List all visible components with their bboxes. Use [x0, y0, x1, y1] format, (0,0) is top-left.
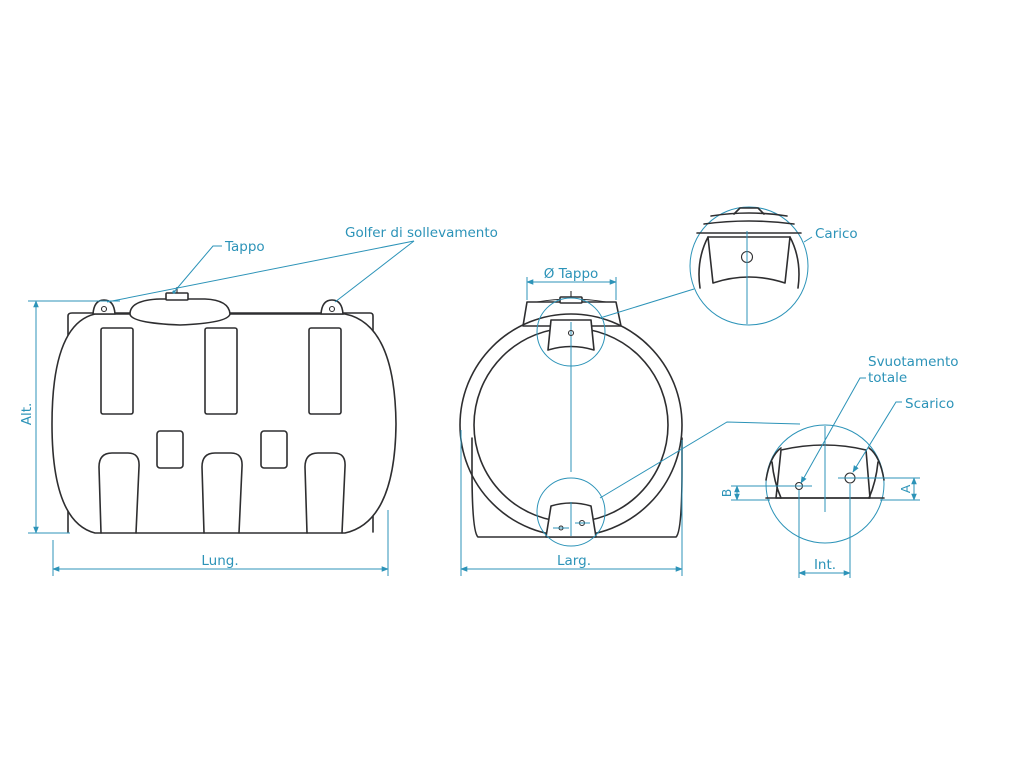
side-pad-1 — [156, 430, 184, 469]
side-dimensions: Alt. Lung. Tappo Golfer di sollevamento — [19, 225, 498, 576]
scarico-inner-left — [771, 461, 782, 499]
golfer-leader-left — [106, 240, 415, 303]
scarico-ring-left — [765, 447, 782, 481]
front-view — [459, 291, 683, 547]
svuotamento-label-line1: Svuotamento — [868, 354, 959, 370]
carico-detail-connector — [599, 288, 695, 319]
side-tank-body — [51, 313, 397, 534]
front-detail-circle-bottom — [536, 477, 606, 547]
larg-label: Larg. — [557, 553, 591, 569]
svuotamento-label-line2: totale — [868, 370, 907, 386]
svuotamento-leader — [800, 377, 866, 484]
scarico-leader — [852, 401, 902, 473]
carico-top-curve-2 — [703, 220, 795, 225]
carico-cap-outline — [733, 207, 765, 215]
side-pad-2 — [260, 430, 288, 469]
scarico-outlet-pad — [775, 444, 871, 499]
side-foot-2 — [201, 452, 243, 534]
side-cap — [165, 292, 189, 301]
side-top-dome — [129, 298, 231, 326]
tappo-leader — [172, 245, 222, 294]
side-rib-top-2 — [204, 327, 238, 415]
b-label: B — [719, 489, 734, 498]
int-label: Int. — [814, 557, 836, 573]
side-foot-1 — [98, 452, 140, 534]
golfer-leader-right — [334, 240, 415, 303]
carico-inlet-pad — [707, 236, 791, 284]
detail-carico: Carico — [689, 206, 858, 326]
side-lug-hole-right — [328, 305, 336, 313]
a-label: A — [898, 484, 913, 493]
carico-detail-circle — [689, 206, 809, 326]
scarico-ring-right — [868, 447, 885, 481]
side-rib-top-3 — [308, 327, 342, 415]
side-foot-3 — [304, 452, 346, 534]
front-inlet-hole — [567, 329, 575, 337]
side-view — [51, 287, 397, 534]
scarico-detail-circle — [765, 424, 885, 544]
front-detail-circle-top — [536, 297, 606, 367]
carico-ring-right — [789, 236, 800, 289]
lung-label: Lung. — [201, 553, 238, 569]
alt-label: Alt. — [19, 403, 35, 426]
golfer-label: Golfer di sollevamento — [345, 225, 498, 241]
carico-label: Carico — [815, 226, 858, 242]
carico-top-curve-1 — [710, 212, 788, 217]
tappo-label: Tappo — [224, 239, 265, 255]
side-rib-top-1 — [100, 327, 134, 415]
side-lug-hole-left — [100, 305, 108, 313]
detail-scarico: B A Int. Svuotamento totale Scarico — [719, 354, 959, 578]
front-dimensions: Ø Tappo Larg. — [460, 266, 801, 576]
diam-tappo-label: Ø Tappo — [544, 266, 599, 282]
scarico-detail-connector — [599, 421, 801, 499]
scarico-label: Scarico — [905, 396, 954, 412]
scarico-inner-right — [868, 461, 879, 499]
carico-leader — [803, 236, 813, 243]
carico-ring-left — [698, 236, 709, 289]
